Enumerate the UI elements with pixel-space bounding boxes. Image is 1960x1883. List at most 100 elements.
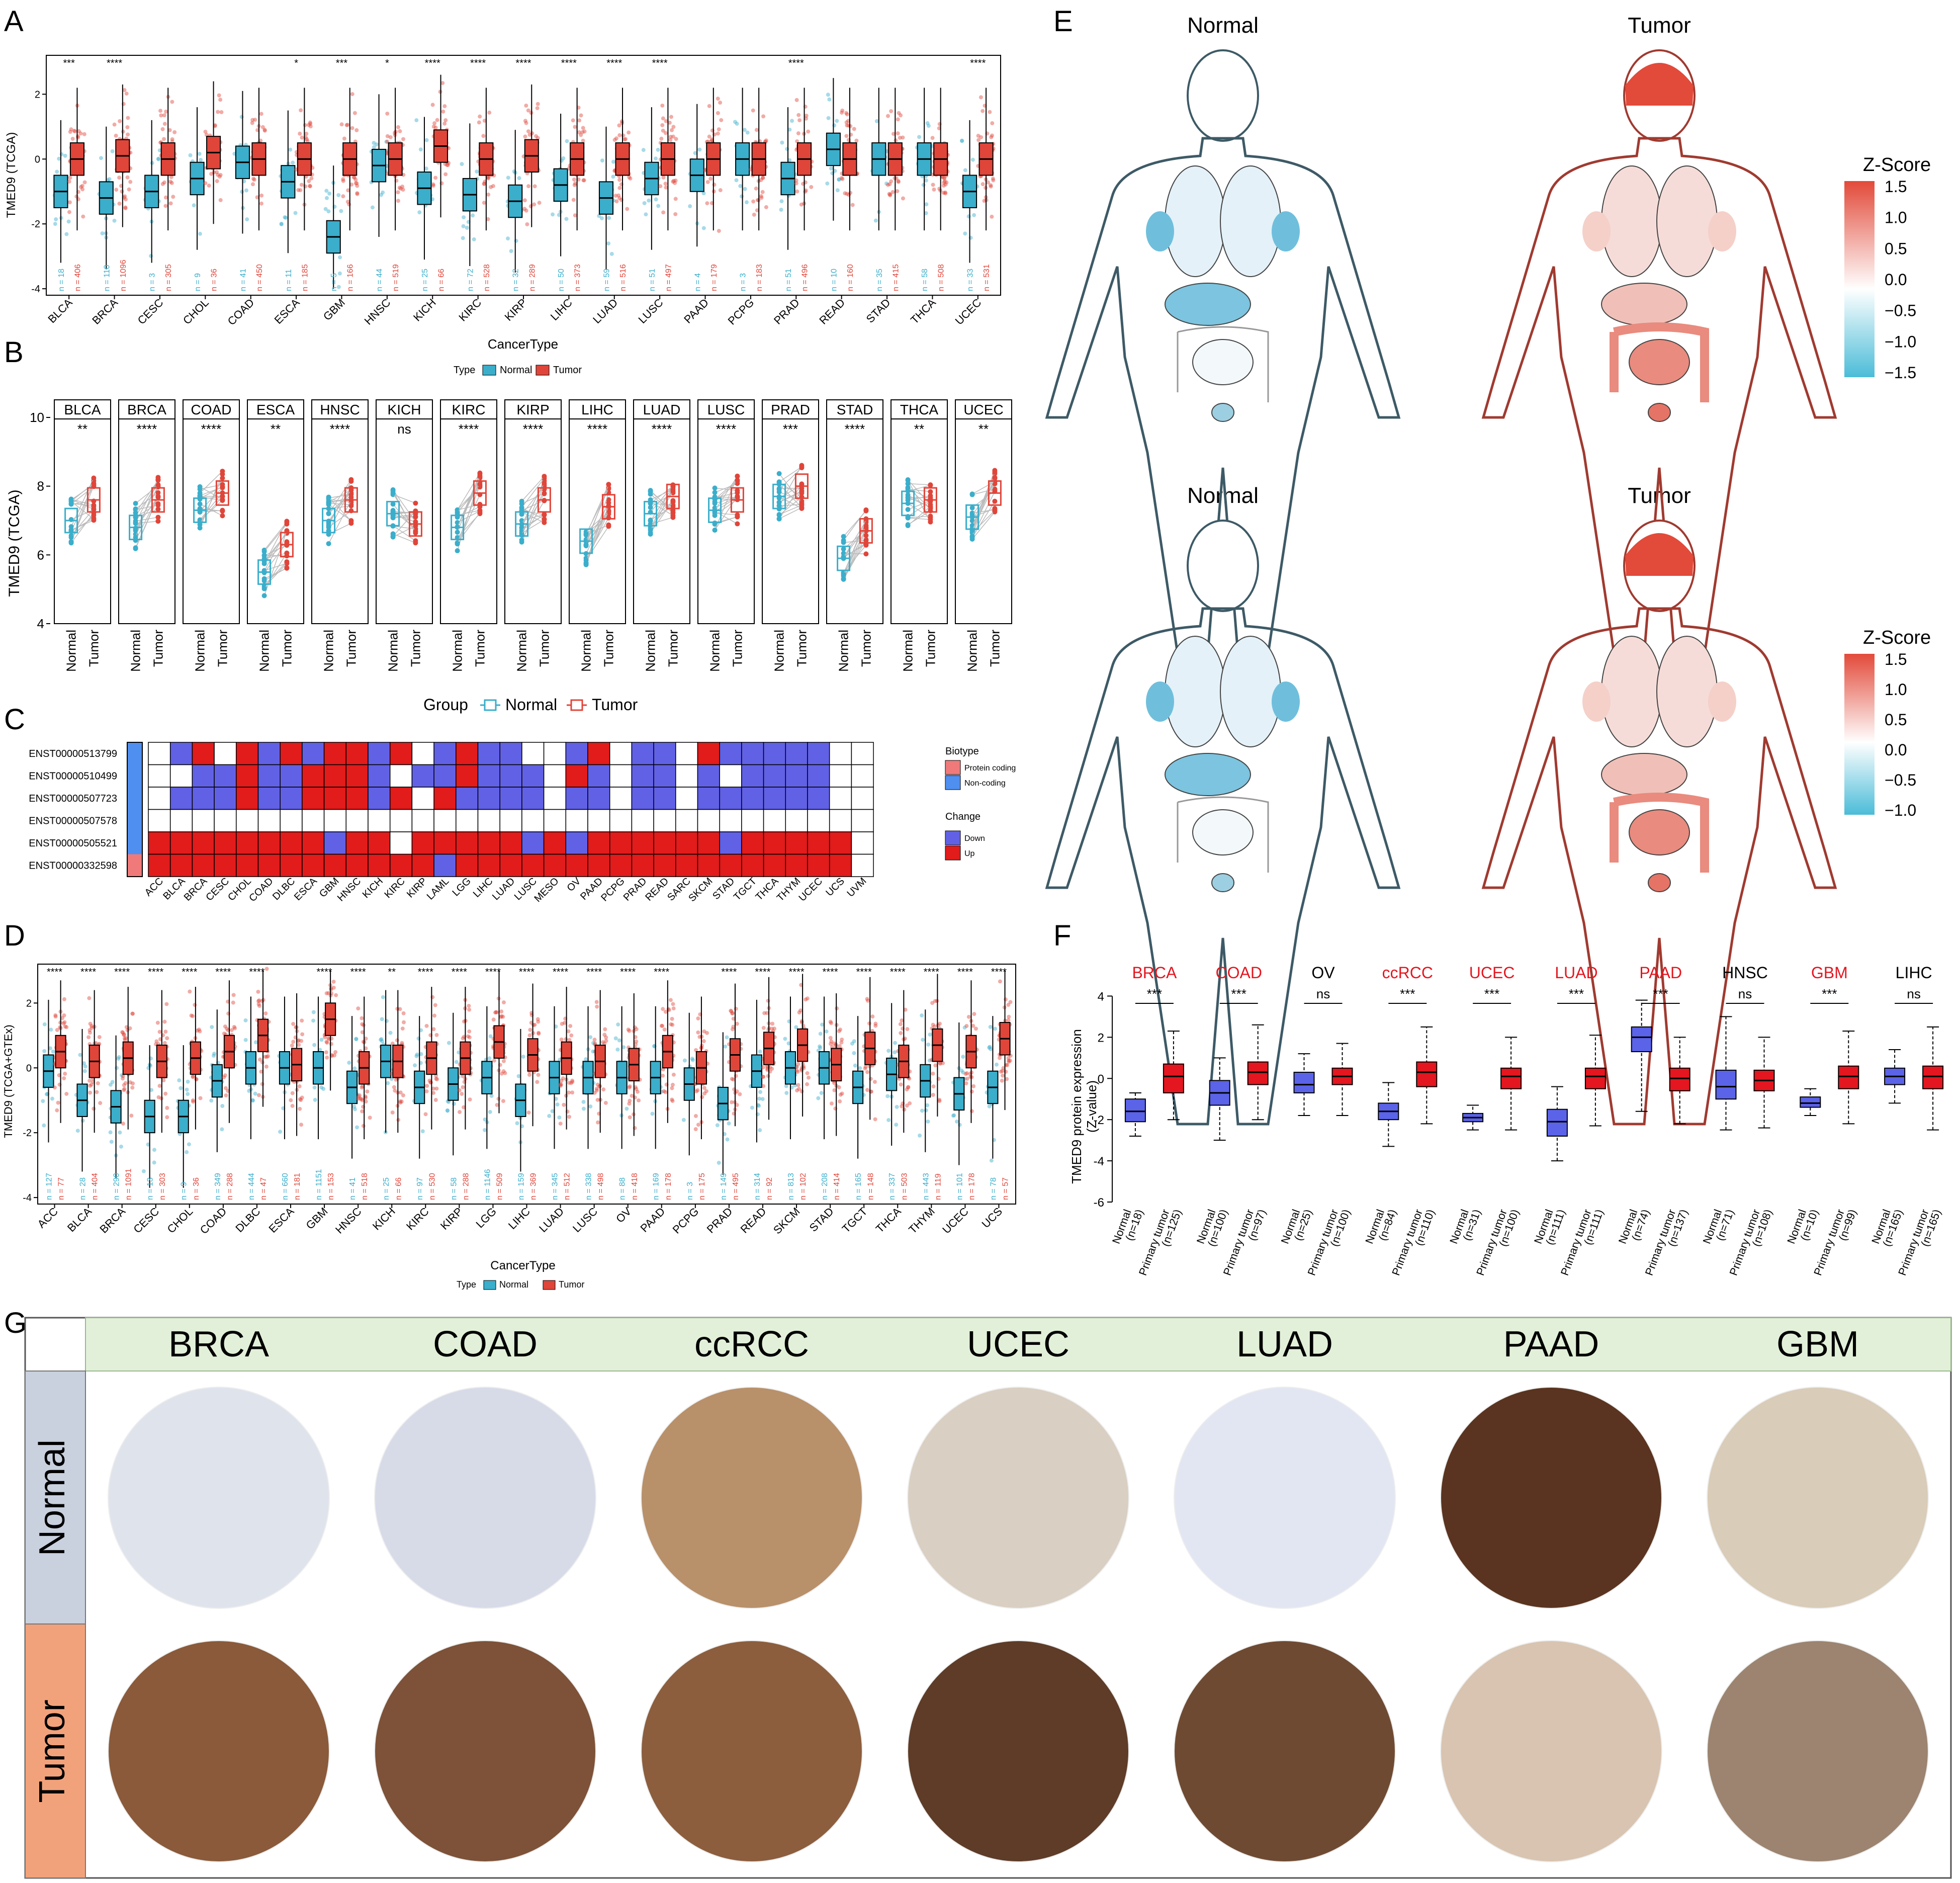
data-point — [424, 1023, 429, 1028]
n-tumor-label: n = 496 — [801, 264, 810, 291]
panel-d-legend-title: Type — [457, 1279, 476, 1290]
heatmap-cell — [345, 853, 369, 877]
data-point — [926, 1119, 930, 1124]
data-point — [758, 1049, 762, 1054]
body-head — [1187, 520, 1259, 612]
pair-line — [393, 494, 416, 504]
panel-label-c: C — [4, 703, 25, 736]
x-tick-label: UCEC — [940, 1205, 971, 1236]
heatmap-cell — [411, 809, 434, 832]
data-point — [517, 176, 521, 181]
data-point — [243, 1038, 248, 1042]
significance-label: **** — [485, 967, 501, 978]
heatmap-cell — [477, 764, 500, 788]
data-point — [160, 127, 165, 131]
data-point — [705, 201, 709, 206]
column-label: KIRP — [405, 876, 429, 900]
n-tumor-label: n = 92 — [765, 1177, 774, 1200]
data-point — [661, 1007, 665, 1011]
data-point — [531, 1023, 536, 1028]
column-label: CESC — [204, 876, 231, 903]
data-point — [361, 1124, 366, 1128]
data-point — [253, 118, 257, 122]
pair-line — [521, 514, 545, 531]
data-point — [197, 501, 203, 507]
data-point — [693, 151, 697, 155]
data-point — [890, 190, 895, 194]
y-tick-label: 8 — [37, 479, 44, 494]
data-point — [119, 1144, 123, 1149]
data-point — [865, 1070, 870, 1074]
heatmap-cell — [389, 831, 413, 855]
data-point — [969, 534, 975, 539]
data-point — [76, 129, 81, 133]
x-tick-label: Tumor — [730, 630, 745, 667]
heatmap-cell — [719, 742, 742, 765]
data-point — [928, 515, 933, 521]
data-point — [617, 196, 621, 200]
panel-c-biotype-title: Biotype — [945, 746, 979, 757]
heatmap-cell — [280, 787, 303, 810]
data-point — [338, 255, 342, 260]
pair-line — [521, 483, 545, 525]
data-point — [284, 521, 290, 527]
data-point — [770, 1021, 775, 1026]
heatmap-cell — [609, 742, 633, 765]
data-point — [972, 1012, 976, 1016]
data-point — [150, 161, 154, 165]
x-tick-label: Tumor — [858, 630, 873, 667]
data-point — [255, 195, 259, 200]
data-point — [133, 518, 138, 524]
significance-label: **** — [137, 421, 157, 437]
data-point — [873, 1021, 878, 1026]
facet-label: BLCA — [64, 402, 101, 417]
data-point — [896, 179, 901, 184]
panel-b-ylabel: TMED9 (TCGA) — [6, 489, 23, 596]
data-point — [486, 192, 491, 197]
x-tick-label: LUSC — [570, 1205, 600, 1235]
heatmap-cell — [609, 831, 633, 855]
data-point — [760, 190, 765, 194]
data-point — [501, 1099, 505, 1103]
n-tumor-label: n = 516 — [619, 264, 628, 291]
body-intestine — [1629, 339, 1690, 385]
x-tick-label: Tumor — [987, 630, 1002, 667]
pair-line — [135, 480, 159, 513]
x-tick-label: BRCA — [97, 1205, 128, 1236]
z-score-tick: −0.5 — [1885, 302, 1916, 320]
data-point — [365, 1089, 370, 1094]
ihc-core-tumor — [641, 1640, 863, 1862]
n-tumor-label: n = 102 — [799, 1173, 808, 1200]
panel-c-noncoding-key — [945, 775, 961, 790]
data-point — [423, 1112, 428, 1117]
data-point — [256, 1002, 261, 1006]
z-score-tick: −1.5 — [1885, 364, 1916, 382]
data-point — [895, 1104, 899, 1109]
data-point — [381, 190, 385, 195]
panel-label-d: D — [4, 919, 25, 952]
data-point — [716, 111, 720, 115]
data-point — [829, 1101, 834, 1106]
column-label: BLCA — [161, 876, 188, 902]
pair-line — [200, 486, 223, 500]
x-tick-label: BLCA — [45, 296, 75, 326]
data-point — [278, 1130, 283, 1134]
x-tick-label: Normal — [321, 630, 336, 672]
data-point — [169, 175, 173, 180]
panel-d-ylabel: TMED9 (TCGA+GTEx) — [2, 1024, 15, 1138]
heatmap-cell — [521, 831, 545, 855]
data-point — [994, 1062, 999, 1067]
data-point — [523, 119, 527, 123]
pair-line — [264, 524, 287, 552]
group-title: PAAD — [1639, 964, 1682, 982]
pair-line — [779, 496, 802, 509]
facet-label: KICH — [388, 402, 421, 417]
pair-line — [393, 517, 416, 519]
data-point — [207, 184, 211, 188]
data-point — [656, 147, 660, 152]
y-tick-label: 2 — [26, 998, 32, 1009]
data-point — [218, 98, 223, 102]
data-point — [766, 998, 770, 1003]
data-point — [162, 180, 166, 185]
heatmap-cell — [433, 831, 457, 855]
